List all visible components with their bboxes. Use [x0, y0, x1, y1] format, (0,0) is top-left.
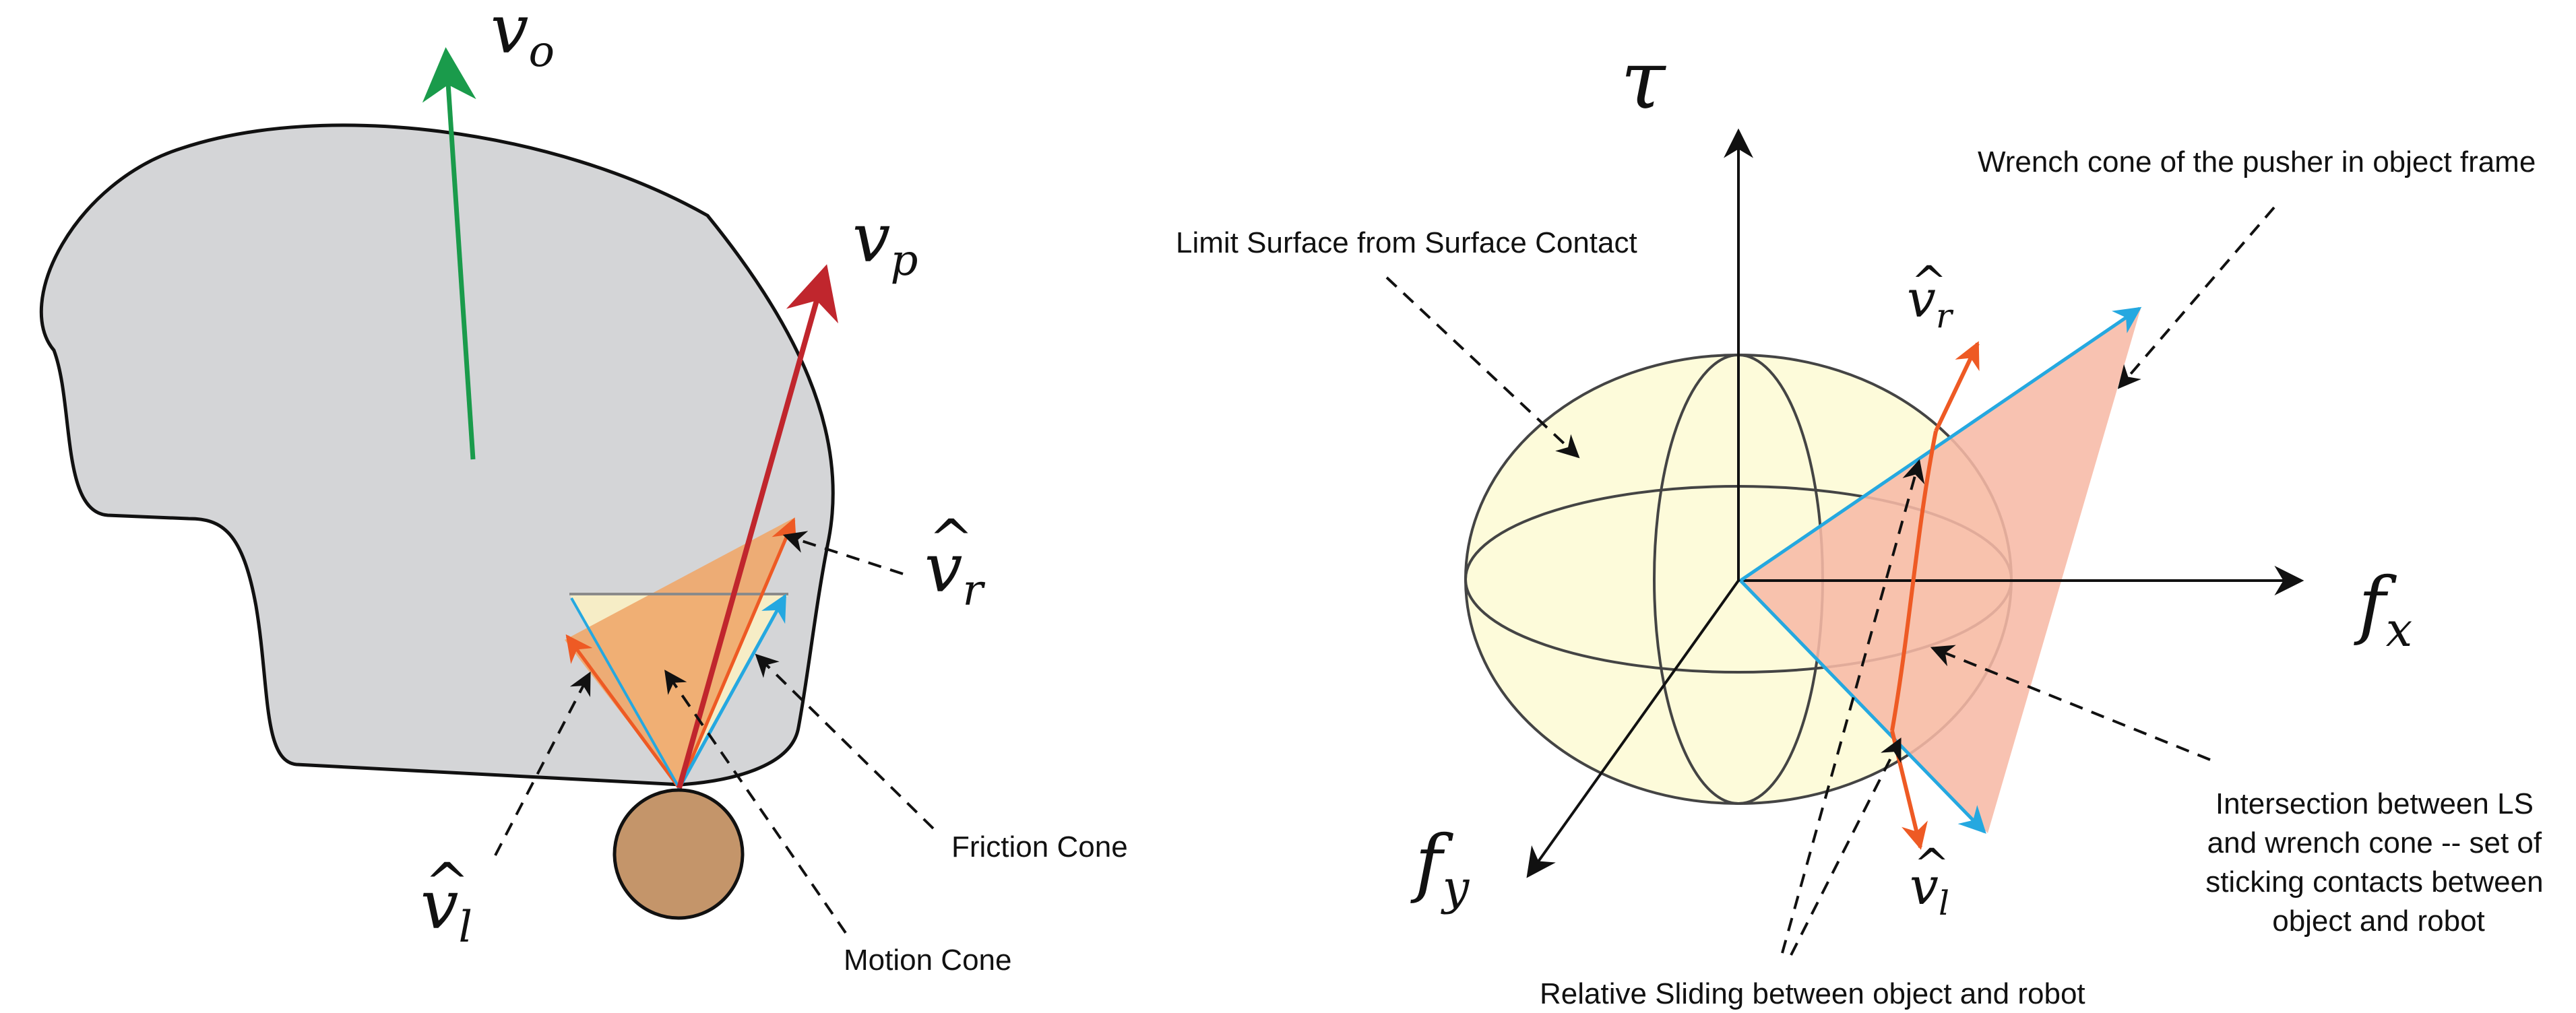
v-r-hat-label-right: vr — [1907, 269, 1954, 335]
v-p-label: vp — [852, 199, 918, 286]
v-p-arrow — [677, 264, 838, 789]
friction-cone-left-edge — [570, 597, 681, 789]
right-diagram: τ fx fy ^ vr ^ vl Limit Surface from Sur… — [1176, 34, 2552, 1010]
limit-surface-leader — [1385, 276, 1580, 459]
wrench-cone-lower-edge — [1739, 579, 1986, 834]
intersection-label: Intersection between LS and wrench cone … — [2205, 787, 2552, 938]
v-l-hat-hat: ^ — [425, 851, 470, 914]
wrench-cone-leader — [2117, 206, 2275, 389]
v-r-hat-label: vr — [924, 529, 986, 616]
wrench-cone-region — [1740, 308, 2141, 833]
relative-sliding-label: Relative Sliding between object and robo… — [1540, 977, 2085, 1010]
v-r-hat-leader — [782, 531, 904, 575]
friction-cone-right-arrow — [677, 593, 787, 789]
friction-cone-label: Friction Cone — [951, 830, 1128, 863]
wrench-cone-label: Wrench cone of the pusher in object fram… — [1978, 145, 2536, 178]
v-l-hat-label: vl — [420, 865, 472, 952]
motion-cone-leader — [664, 669, 847, 934]
relative-sliding-leader-1 — [1781, 459, 1925, 954]
v-r-hat-hat: ^ — [929, 508, 974, 570]
v-l-hat-label-right: vl — [1910, 856, 1949, 923]
fx-label: fx — [2354, 561, 2412, 657]
v-l-hat-leader — [494, 671, 591, 856]
fy-label: fy — [1410, 819, 1470, 915]
limit-surface-label: Limit Surface from Surface Contact — [1176, 226, 1637, 259]
motion-cone-left-arrow — [565, 634, 681, 789]
pusher-disk — [612, 788, 745, 920]
sticking-intersection-curve — [1890, 430, 1938, 731]
v-r-hat-arrow-right — [1934, 341, 1980, 432]
v-l-hat-hat-right: ^ — [1914, 840, 1950, 890]
fy-axis — [1526, 579, 1740, 878]
friction-cone-leader — [755, 653, 935, 830]
left-diagram: vo vp ^ vr ^ vl Friction Cone Motion Con… — [39, 0, 1128, 977]
tau-label: τ — [1621, 34, 1666, 127]
motion-cone-right-arrow — [677, 517, 797, 789]
v-o-label: vo — [491, 0, 555, 77]
relative-sliding-leader-2 — [1790, 737, 1902, 956]
wrench-cone-upper-edge — [1739, 306, 2142, 583]
motion-cone-label: Motion Cone — [844, 944, 1011, 977]
v-r-hat-hat-right: ^ — [1911, 257, 1947, 307]
intersection-leader — [1930, 645, 2211, 761]
v-o-arrow — [422, 47, 476, 460]
